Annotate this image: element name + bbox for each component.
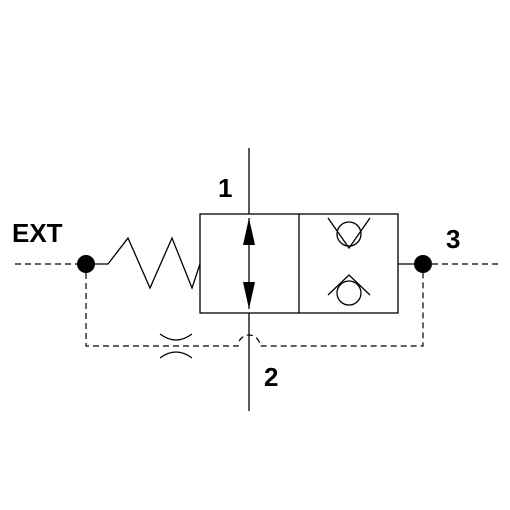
label-port-1: 1 <box>218 173 232 203</box>
pilot-line <box>85 273 424 347</box>
check-valve-top-icon <box>327 217 371 250</box>
spring-icon <box>95 236 201 290</box>
port-3-dot <box>414 255 432 273</box>
orifice-icon <box>159 333 193 359</box>
ext-port-dot <box>77 255 95 273</box>
check-valve-bottom-icon <box>327 274 371 306</box>
label-ext: EXT <box>12 218 63 248</box>
label-port-2: 2 <box>264 362 278 392</box>
label-port-3: 3 <box>446 224 460 254</box>
arrow-up-icon <box>243 218 255 245</box>
arrow-down-icon <box>243 282 255 309</box>
